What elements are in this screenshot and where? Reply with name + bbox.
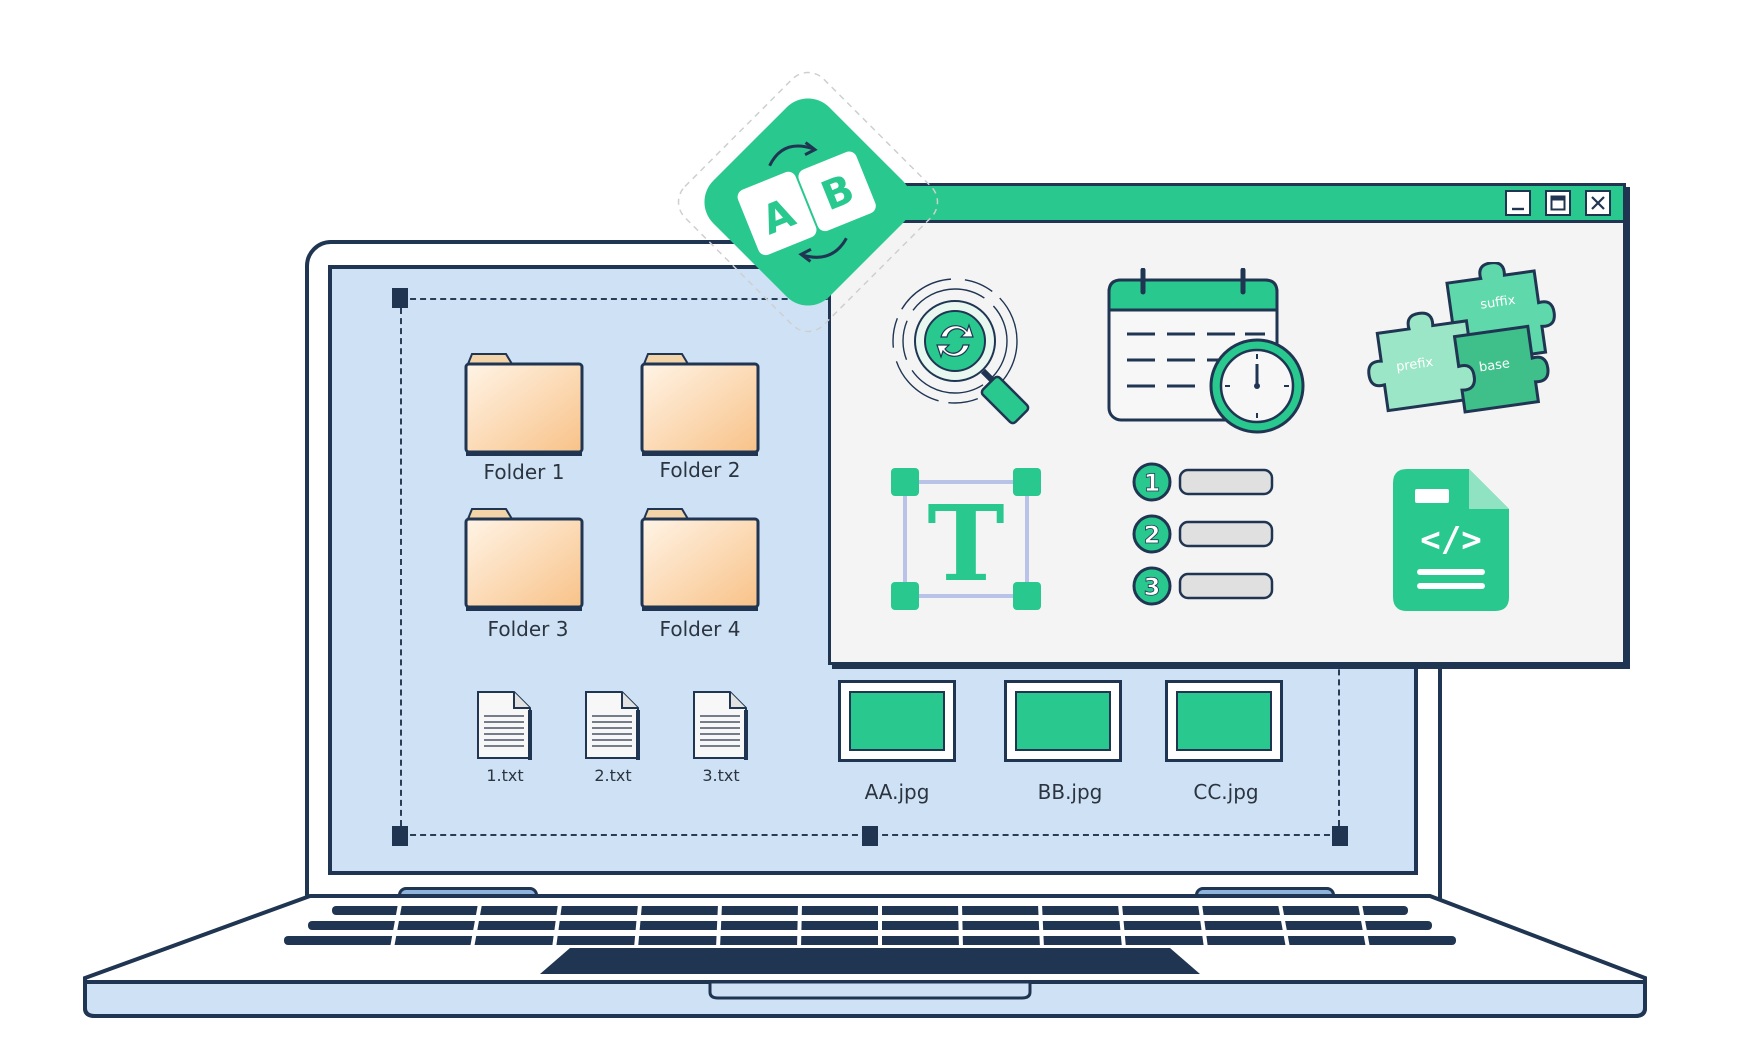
- image-file-2[interactable]: [1004, 680, 1122, 762]
- folder-label: Folder 3: [487, 617, 569, 641]
- text-file-icon: [693, 691, 748, 760]
- file-label: 3.txt: [702, 766, 740, 785]
- minimize-icon[interactable]: [1505, 190, 1531, 216]
- laptop-keyboard-base: [83, 894, 1647, 1018]
- file-label: 1.txt: [486, 766, 524, 785]
- folder-icon-4[interactable]: [638, 505, 762, 618]
- app-logo-badge: A B: [668, 62, 948, 347]
- folder-icon-1[interactable]: [462, 350, 586, 463]
- text-transform-icon: T: [891, 468, 1041, 610]
- app-titlebar[interactable]: [828, 183, 1626, 223]
- selection-handle-bottom-right[interactable]: [1332, 826, 1348, 846]
- image-thumbnail: [849, 691, 945, 751]
- swap-ab-icon: A B: [677, 71, 939, 333]
- puzzle-icon: suffix prefix base: [1367, 261, 1556, 414]
- image-thumbnail: [1015, 691, 1111, 751]
- folder-label: Folder 2: [659, 458, 741, 482]
- tool-code-file[interactable]: </>: [1393, 465, 1513, 620]
- text-file-2[interactable]: [582, 690, 642, 767]
- tool-text-case[interactable]: T: [885, 462, 1045, 617]
- tool-search-replace[interactable]: [885, 275, 1055, 440]
- file-label: AA.jpg: [864, 780, 930, 804]
- maximize-icon[interactable]: [1545, 190, 1571, 216]
- folder-label: Folder 4: [659, 617, 741, 641]
- folder-label: Folder 1: [483, 460, 565, 484]
- search-replace-icon: [892, 278, 1030, 425]
- folder-icon-2[interactable]: [638, 350, 762, 463]
- text-file-1[interactable]: [474, 690, 534, 767]
- text-file-icon: [477, 691, 532, 760]
- text-glyph: T: [927, 482, 1004, 605]
- folder-icon: [464, 353, 584, 456]
- selection-handle-bottom-left[interactable]: [392, 826, 408, 846]
- tool-prefix-suffix[interactable]: suffix prefix base: [1360, 261, 1560, 437]
- close-icon[interactable]: [1585, 190, 1611, 216]
- puzzle-label-prefix: prefix: [1395, 355, 1434, 375]
- minimize-glyph: [1512, 207, 1524, 211]
- tool-numbering[interactable]: 1 2 3: [1130, 462, 1290, 617]
- image-thumbnail: [1176, 691, 1272, 751]
- file-label: CC.jpg: [1193, 780, 1259, 804]
- trackpad[interactable]: [540, 948, 1200, 974]
- file-label: 2.txt: [594, 766, 632, 785]
- folder-icon: [464, 508, 584, 611]
- tool-date-time[interactable]: [1105, 267, 1315, 443]
- list-number-1: 1: [1144, 469, 1161, 497]
- text-file-icon: [585, 691, 640, 760]
- maximize-glyph: [1550, 195, 1566, 211]
- folder-icon: [640, 508, 760, 611]
- calendar-clock-icon: [1107, 267, 1305, 434]
- image-file-3[interactable]: [1165, 680, 1283, 762]
- selection-handle-top-left[interactable]: [392, 288, 408, 308]
- folder-icon: [640, 353, 760, 456]
- list-number-3: 3: [1144, 573, 1161, 601]
- puzzle-label-suffix: suffix: [1479, 293, 1516, 313]
- image-file-1[interactable]: [838, 680, 956, 762]
- close-glyph: [1591, 196, 1605, 210]
- text-file-3[interactable]: [690, 690, 750, 767]
- file-label: BB.jpg: [1037, 780, 1103, 804]
- code-glyph: </>: [1420, 520, 1481, 560]
- list-number-2: 2: [1144, 521, 1161, 549]
- code-file-icon: </>: [1393, 469, 1509, 611]
- selection-handle-bottom-center[interactable]: [862, 826, 878, 846]
- puzzle-label-base: base: [1478, 356, 1511, 375]
- numbered-list-icon: 1 2 3: [1132, 462, 1274, 606]
- folder-icon-3[interactable]: [462, 505, 586, 618]
